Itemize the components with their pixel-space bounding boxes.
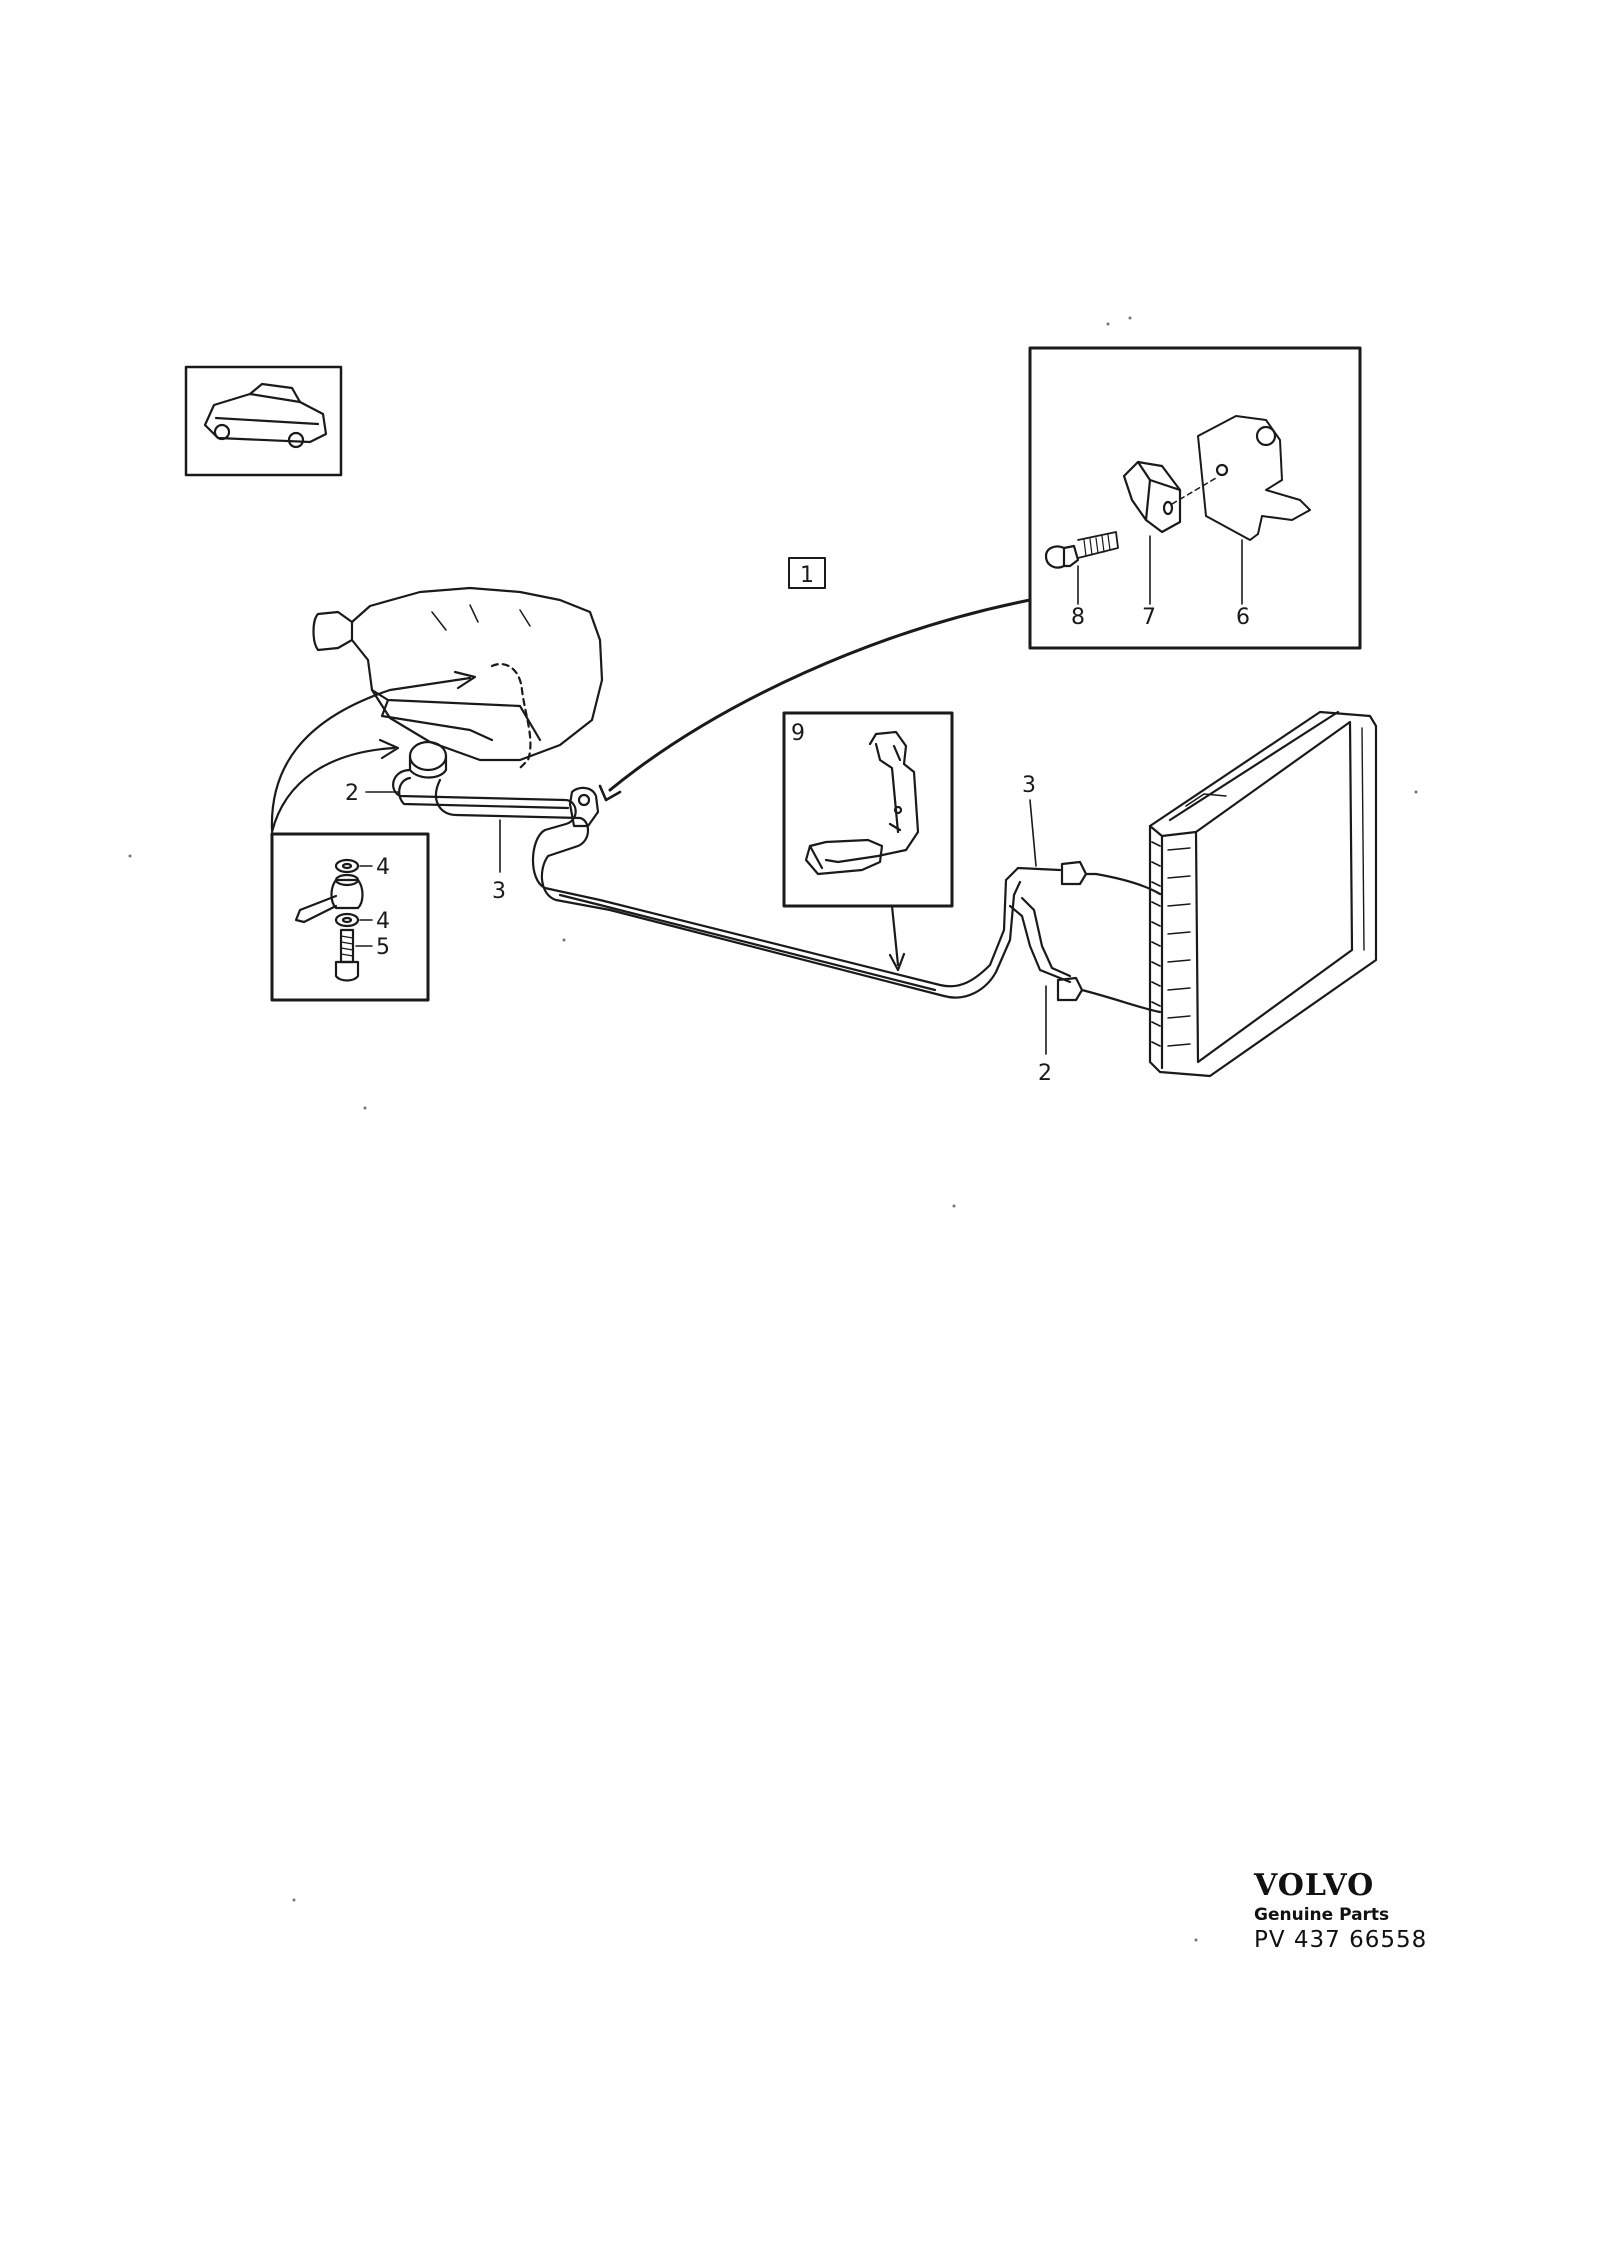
callout-4-lower: 4 <box>376 909 390 934</box>
callout-3-left: 3 <box>492 879 506 904</box>
leader-line <box>270 676 472 832</box>
callout-7: 7 <box>1142 605 1156 630</box>
bracket-inset <box>1028 346 1362 650</box>
leader-line <box>890 904 900 967</box>
banjo-fitting <box>408 740 448 779</box>
arrow-head <box>598 784 622 802</box>
callout-8: 8 <box>1071 605 1085 630</box>
cooler-fitting-lower <box>1056 976 1162 1014</box>
brand-block: VOLVO Genuine Parts PV 437 66558 <box>1254 1868 1454 1953</box>
leader-line <box>270 746 396 834</box>
brand-subtitle: Genuine Parts <box>1254 1905 1390 1925</box>
cooler-pipe-feed <box>434 778 1072 999</box>
callout-2-left: 2 <box>345 781 359 806</box>
callout-5: 5 <box>376 935 390 960</box>
part-code: PV 437 66558 <box>1254 1927 1428 1953</box>
vehicle-thumbnail <box>184 365 343 477</box>
arrow-head <box>378 738 400 760</box>
arrow-head <box>888 952 906 972</box>
clip-inset <box>782 711 954 908</box>
cooler-pipe-return <box>392 768 1062 988</box>
cooler-fitting-upper <box>1060 860 1162 896</box>
ref-box-label: 1 <box>800 563 814 588</box>
callout-9: 9 <box>791 721 805 746</box>
transmission-housing <box>312 586 604 772</box>
banjo-inset <box>270 832 430 1002</box>
callout-3-right: 3 <box>1022 773 1036 798</box>
callout-2-right: 2 <box>1038 1061 1052 1086</box>
callout-4-upper: 4 <box>376 855 390 880</box>
leader-line <box>608 598 1032 792</box>
volvo-logo: VOLVO <box>1254 1868 1375 1903</box>
arrow-head <box>453 670 477 690</box>
pipe-clamp <box>568 786 600 828</box>
scan-marks <box>128 316 1418 1942</box>
callout-6: 6 <box>1236 605 1250 630</box>
reference-box <box>788 557 826 589</box>
oil-cooler <box>1148 710 1378 1078</box>
